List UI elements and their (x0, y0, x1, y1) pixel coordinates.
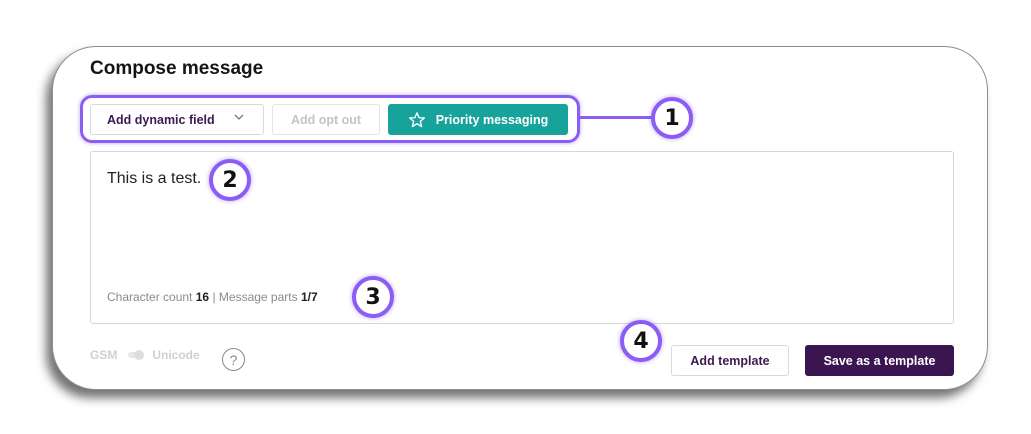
message-stats: Character count 16 | Message parts 1/7 (107, 290, 318, 304)
callout-badge-3: 3 (352, 276, 394, 318)
stats-separator: | (212, 290, 216, 304)
unicode-label: Unicode (152, 348, 200, 362)
encoding-toggle[interactable] (126, 350, 146, 360)
add-dynamic-field-dropdown[interactable]: Add dynamic field (90, 104, 264, 135)
question-circle-icon[interactable]: ? (222, 348, 245, 371)
character-count-value: 16 (195, 290, 210, 304)
add-dynamic-field-label: Add dynamic field (107, 112, 215, 127)
callout-outline-toolbar (80, 95, 580, 143)
page-title: Compose message (90, 58, 264, 79)
message-parts-label: Message parts (218, 290, 298, 304)
message-parts-value: 1/7 (300, 290, 318, 304)
priority-messaging-label: Priority messaging (435, 112, 549, 127)
add-template-button[interactable]: Add template (671, 345, 789, 376)
star-outline-icon (408, 111, 426, 129)
callout-badge-2: 2 (209, 159, 251, 201)
character-count-label: Character count (107, 290, 193, 304)
add-opt-out-button[interactable]: Add opt out (272, 104, 380, 135)
encoding-toggle-group: GSM Unicode (90, 348, 200, 362)
priority-messaging-button[interactable]: Priority messaging (388, 104, 568, 135)
callout-badge-4: 4 (620, 320, 662, 362)
message-text: This is a test. (107, 170, 202, 187)
save-as-template-button[interactable]: Save as a template (805, 345, 954, 376)
chevron-down-icon (233, 111, 245, 126)
gsm-label: GSM (90, 348, 118, 362)
callout-badge-1: 1 (651, 97, 693, 139)
callout-connector (579, 116, 655, 119)
